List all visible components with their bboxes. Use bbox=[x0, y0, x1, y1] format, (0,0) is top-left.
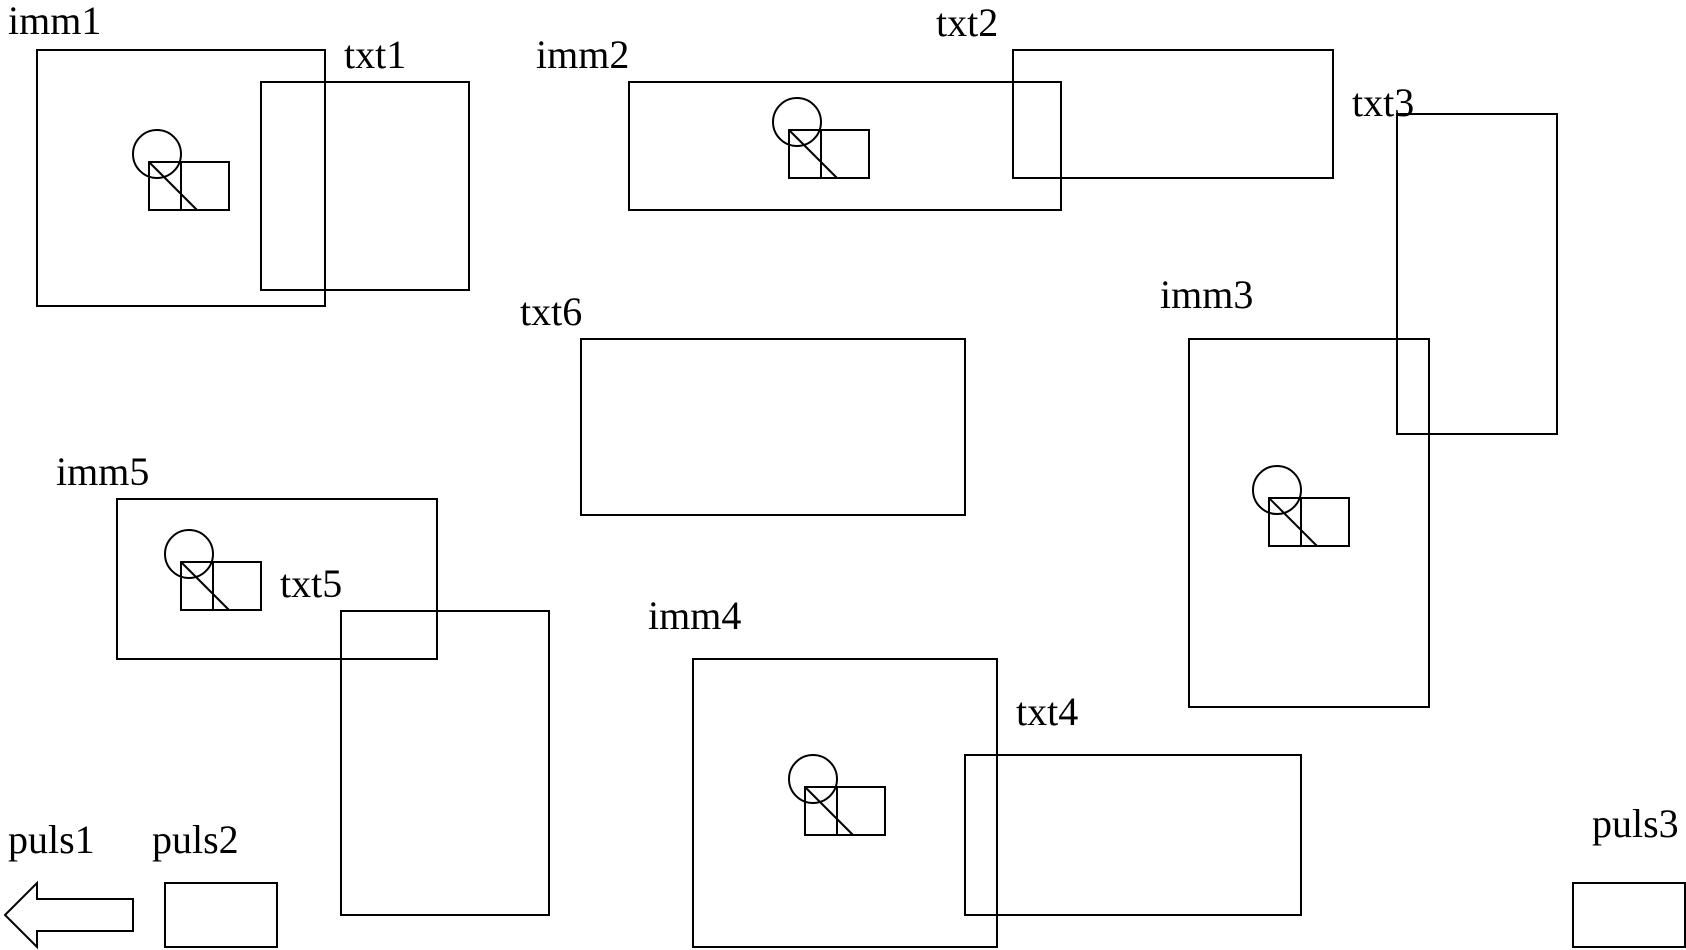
left-arrow-icon[interactable] bbox=[3, 880, 134, 950]
image-placeholder-icon bbox=[772, 97, 870, 179]
txt6-label: txt6 bbox=[520, 289, 582, 334]
txt5-label: txt5 bbox=[280, 561, 342, 606]
txt3-frame[interactable] bbox=[1396, 113, 1558, 435]
txt2-frame[interactable] bbox=[1012, 49, 1334, 179]
image-placeholder-icon bbox=[788, 754, 886, 836]
puls1-group: puls1 bbox=[3, 817, 134, 950]
txt5-frame[interactable] bbox=[340, 610, 550, 916]
imm2-group: imm2 bbox=[536, 32, 1062, 211]
txt4-label: txt4 bbox=[1016, 689, 1078, 734]
txt4-frame[interactable] bbox=[964, 754, 1302, 916]
imm4-label: imm4 bbox=[648, 593, 741, 638]
txt6-frame[interactable] bbox=[580, 338, 966, 516]
imm4-group: imm4 bbox=[648, 593, 998, 948]
puls3-group: puls3 bbox=[1572, 801, 1686, 948]
txt3-group: txt3 bbox=[1352, 80, 1558, 435]
imm5-group: imm5 bbox=[56, 449, 438, 660]
txt2-label: txt2 bbox=[936, 0, 998, 45]
txt3-label: txt3 bbox=[1352, 80, 1414, 125]
imm5-frame[interactable] bbox=[116, 498, 438, 660]
txt1-frame[interactable] bbox=[260, 81, 470, 291]
imm3-frame[interactable] bbox=[1188, 338, 1430, 708]
imm3-group: imm3 bbox=[1160, 272, 1430, 708]
txt1-label: txt1 bbox=[344, 32, 406, 77]
txt2-group: txt2 bbox=[936, 0, 1334, 179]
puls2-label: puls2 bbox=[152, 817, 239, 862]
puls2-group: puls2 bbox=[152, 817, 278, 948]
puls2-button[interactable] bbox=[164, 882, 278, 948]
imm1-frame[interactable] bbox=[36, 49, 326, 307]
puls3-button[interactable] bbox=[1572, 882, 1686, 948]
imm3-label: imm3 bbox=[1160, 272, 1253, 317]
imm4-frame[interactable] bbox=[692, 658, 998, 948]
image-placeholder-icon bbox=[1252, 465, 1350, 547]
image-placeholder-icon bbox=[132, 129, 230, 211]
imm2-label: imm2 bbox=[536, 32, 629, 77]
txt4-group: txt4 bbox=[964, 689, 1302, 916]
txt5-group: txt5 bbox=[280, 561, 550, 916]
image-placeholder-icon bbox=[164, 529, 262, 611]
txt6-group: txt6 bbox=[520, 289, 966, 516]
puls1-label: puls1 bbox=[8, 817, 95, 862]
imm2-frame[interactable] bbox=[628, 81, 1062, 211]
imm1-group: imm1 bbox=[8, 0, 326, 307]
imm1-label: imm1 bbox=[8, 0, 101, 43]
imm5-label: imm5 bbox=[56, 449, 149, 494]
txt1-group: txt1 bbox=[260, 32, 470, 291]
puls3-label: puls3 bbox=[1592, 801, 1679, 846]
